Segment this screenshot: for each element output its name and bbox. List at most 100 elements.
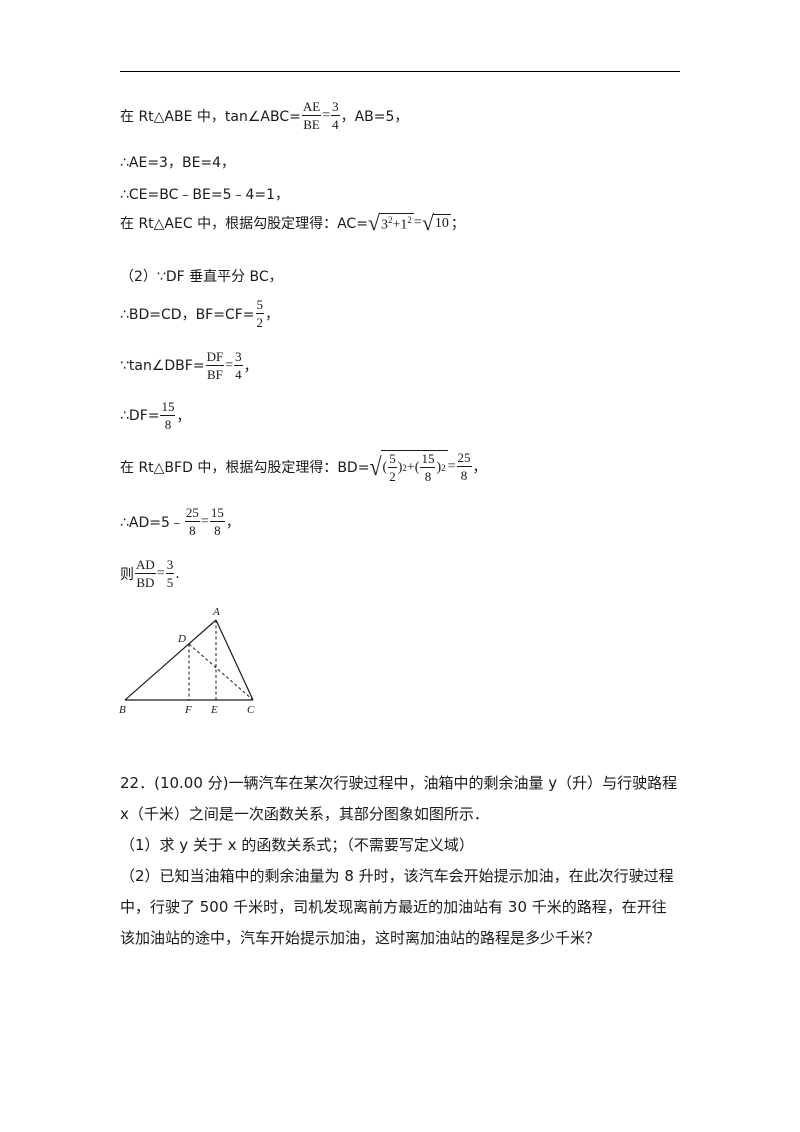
question-part-1: （1）求 y 关于 x 的函数关系式；（不需要写定义域） (120, 836, 474, 854)
label-c: C (247, 704, 255, 716)
label-d: D (177, 633, 186, 645)
label-b: B (119, 704, 126, 716)
text: ， (265, 306, 280, 323)
denominator: BE (303, 117, 320, 132)
paren: ) (436, 459, 442, 475)
text: ， (243, 358, 258, 375)
numerator: 5 (255, 297, 265, 314)
denominator: BF (206, 367, 223, 382)
denominator: 2 (256, 315, 264, 330)
equals: = (200, 513, 209, 529)
text: ， (472, 459, 487, 476)
text: ∵tan∠DBF= (120, 357, 205, 374)
question-stem: 22．(10.00 分)一辆汽车在某次行驶过程中，油箱中的剩余油量 y（升）与行… (120, 774, 678, 823)
numerator: 25 (456, 450, 472, 467)
text: ； (450, 216, 465, 232)
header-rule (120, 71, 680, 72)
base: 1 (400, 217, 408, 233)
paren: ) (397, 459, 403, 475)
equals: = (322, 107, 331, 123)
denominator: 4 (332, 117, 339, 132)
solution-line-3: ∴CE=BC﹣BE=5﹣4=1， (120, 187, 290, 203)
plus: + (406, 459, 415, 475)
radical-sign: √ (369, 451, 382, 481)
radicand: 10 (432, 214, 451, 231)
solution-line-5: （2）∵DF 垂直平分 BC， (120, 269, 283, 285)
plus: + (392, 217, 401, 233)
denominator: 8 (189, 523, 196, 538)
triangle-figure: A D B F E C (119, 606, 255, 716)
numerator: 15 (420, 451, 436, 468)
numerator: 5 (388, 451, 397, 468)
question-part-2: （2）已知当油箱中的剩余油量为 8 升时，该汽车会开始提示加油，在此次行驶过程中… (120, 867, 674, 947)
numerator: 25 (184, 505, 200, 522)
text: ∴BD=CD，BF=CF= (120, 306, 255, 323)
equals: = (156, 565, 165, 581)
segment-ac (215, 619, 254, 701)
label-f: F (184, 704, 192, 716)
equals: = (447, 458, 456, 474)
denominator: 8 (424, 469, 432, 484)
base: 3 (381, 217, 388, 233)
denominator: 8 (214, 523, 221, 538)
equals: = (413, 215, 422, 230)
text: ， (225, 514, 240, 531)
solution-line-2: ∴AE=3，BE=4， (120, 155, 236, 171)
numerator: 3 (234, 349, 243, 366)
denominator: 8 (460, 468, 468, 483)
segment-ab (124, 619, 217, 701)
text: 在 Rt△AEC 中，根据勾股定理得：AC= (120, 216, 368, 232)
exponent: 2 (407, 214, 412, 225)
numerator: AE (301, 99, 322, 116)
exponent: 2 (402, 462, 407, 473)
numerator: 15 (160, 399, 176, 416)
label-e: E (210, 704, 218, 716)
text: ，AB=5， (340, 108, 409, 125)
paren: ( (414, 459, 420, 475)
sqrt-expression: √ 32+12 (368, 212, 414, 234)
text: 在 Rt△BFD 中，根据勾股定理得：BD= (120, 459, 370, 476)
numerator: 3 (165, 557, 175, 574)
exponent: 2 (388, 214, 393, 225)
text: 在 Rt△ABE 中，tan∠ABC= (120, 108, 301, 125)
question-22: 22．(10.00 分)一辆汽车在某次行驶过程中，油箱中的剩余油量 y（升）与行… (120, 768, 680, 954)
segment-dc-dashed (188, 643, 254, 701)
text: ∴AD=5﹣ (120, 514, 184, 531)
paren: ( (382, 459, 388, 475)
radicand: 32+12 (379, 212, 414, 234)
radical-sign: √ (367, 210, 380, 235)
exponent: 2 (441, 462, 446, 473)
radical-sign: √ (421, 210, 434, 235)
numerator: 3 (331, 99, 340, 116)
solution-line-4: 在 Rt△AEC 中，根据勾股定理得：AC= √ 32+12 = √ 10 ； (120, 212, 465, 234)
denominator: 5 (166, 575, 174, 590)
numerator: 15 (209, 505, 225, 522)
text: . (175, 565, 180, 582)
equals: = (225, 357, 234, 373)
numerator: AD (135, 557, 156, 574)
text: 则 (120, 566, 134, 583)
denominator: 4 (235, 367, 242, 382)
text: ∴DF= (120, 407, 160, 424)
label-a: A (212, 606, 220, 618)
